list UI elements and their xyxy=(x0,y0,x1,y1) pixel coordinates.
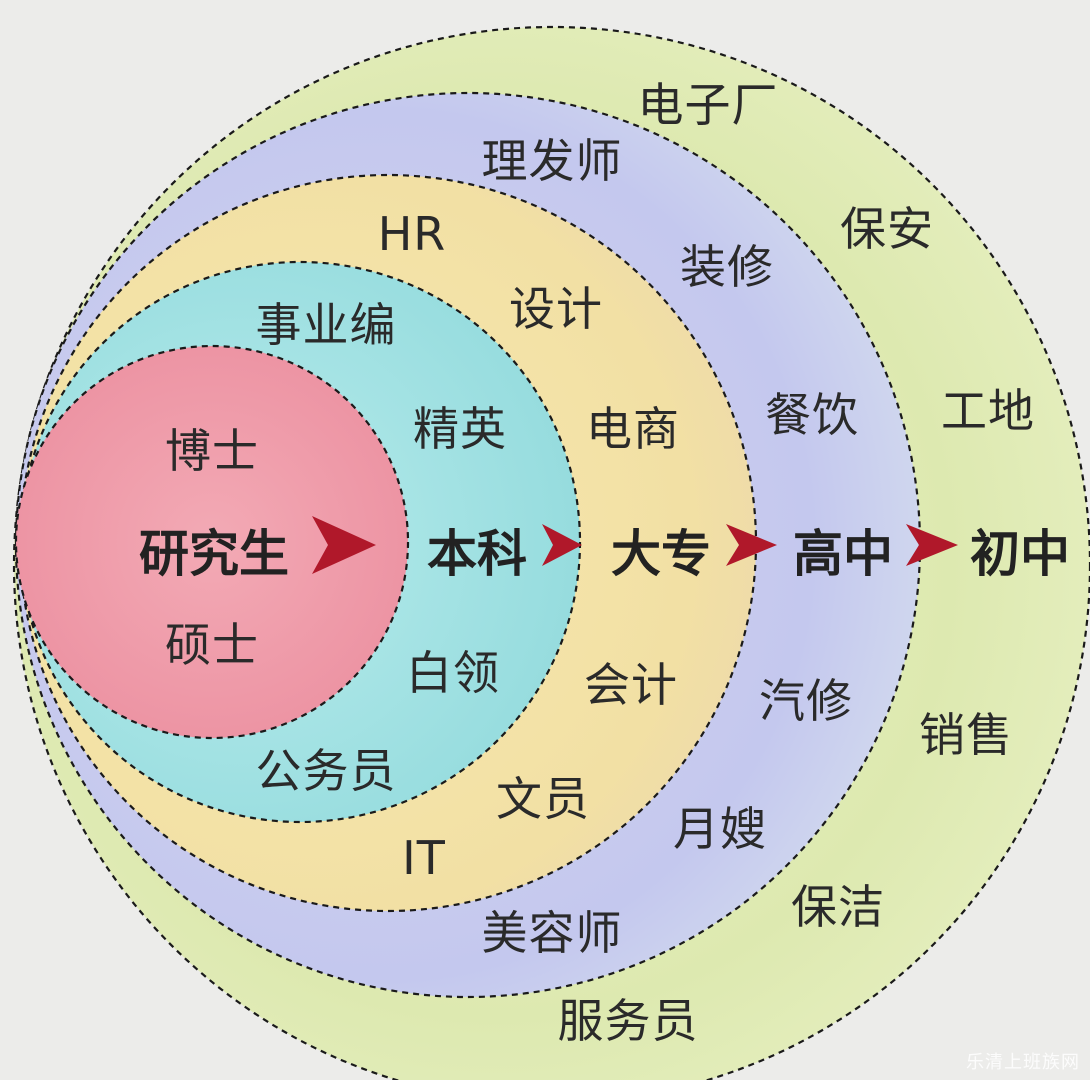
level-graduate: 研究生 xyxy=(139,525,289,583)
arrow-icon xyxy=(726,524,777,566)
job-label: 博士 xyxy=(165,424,259,478)
job-label: 理发师 xyxy=(481,134,623,188)
ring-graduate xyxy=(14,344,410,740)
job-label: 公务员 xyxy=(255,744,397,798)
job-label: 文员 xyxy=(496,772,590,826)
arrow-icon xyxy=(312,516,376,574)
job-label: 精英 xyxy=(413,402,507,456)
job-label: 美容师 xyxy=(481,906,623,960)
job-label: 汽修 xyxy=(759,674,853,728)
job-label: 硕士 xyxy=(165,618,259,672)
level-high-school: 高中 xyxy=(793,525,893,583)
arrow-icon xyxy=(906,524,958,566)
level-college: 大专 xyxy=(611,525,711,583)
job-label: 设计 xyxy=(509,282,603,336)
job-label: 电商 xyxy=(586,402,680,456)
job-label: 保安 xyxy=(840,202,934,256)
job-label: 工地 xyxy=(941,384,1035,438)
job-label: 服务员 xyxy=(557,994,699,1048)
job-label: IT xyxy=(402,831,446,885)
level-middle-school: 初中 xyxy=(970,525,1070,583)
job-label: 装修 xyxy=(680,240,774,294)
watermark-text: 乐清上班族网 xyxy=(966,1052,1080,1073)
job-label: 月嫂 xyxy=(673,802,767,856)
job-label: HR xyxy=(377,207,447,261)
job-label: 事业编 xyxy=(255,298,397,352)
arrow-icon xyxy=(542,524,582,566)
level-bachelor: 本科 xyxy=(427,525,527,583)
job-label: 餐饮 xyxy=(765,388,859,442)
job-label: 销售 xyxy=(919,708,1013,762)
job-label: 电子厂 xyxy=(637,78,779,132)
job-label: 会计 xyxy=(584,658,678,712)
job-label: 保洁 xyxy=(791,880,885,934)
job-label: 白领 xyxy=(406,646,500,700)
